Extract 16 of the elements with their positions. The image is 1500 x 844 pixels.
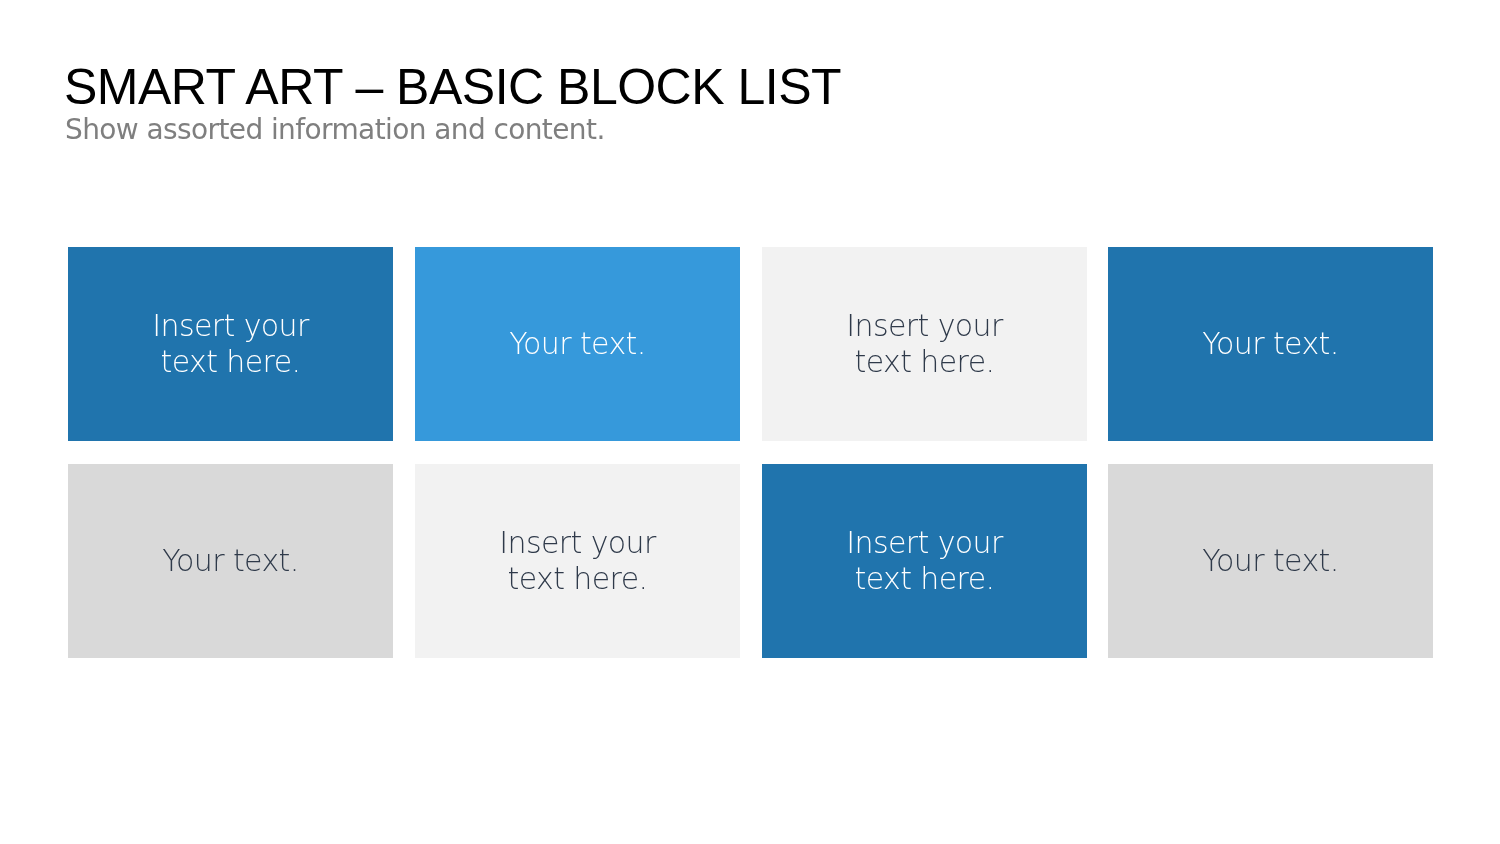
block-text: Your text. [161, 543, 300, 579]
text-block [68, 464, 393, 658]
text-block [415, 247, 740, 441]
slide-title: SMART ART – BASIC BLOCK LIST [64, 58, 842, 116]
block-text: Your text. [508, 326, 647, 362]
block-text: Your text. [1201, 543, 1340, 579]
block-text: Insert your text here. [498, 525, 658, 597]
text-block [762, 464, 1087, 658]
slide-subtitle: Show assorted information and content. [65, 113, 605, 146]
block-text: Insert your text here. [845, 308, 1005, 380]
text-block [1108, 247, 1433, 441]
block-text: Insert your text here. [151, 308, 311, 380]
block-text: Your text. [1201, 326, 1340, 362]
block-text: Insert your text here. [845, 525, 1005, 597]
text-block [1108, 464, 1433, 658]
text-block [68, 247, 393, 441]
